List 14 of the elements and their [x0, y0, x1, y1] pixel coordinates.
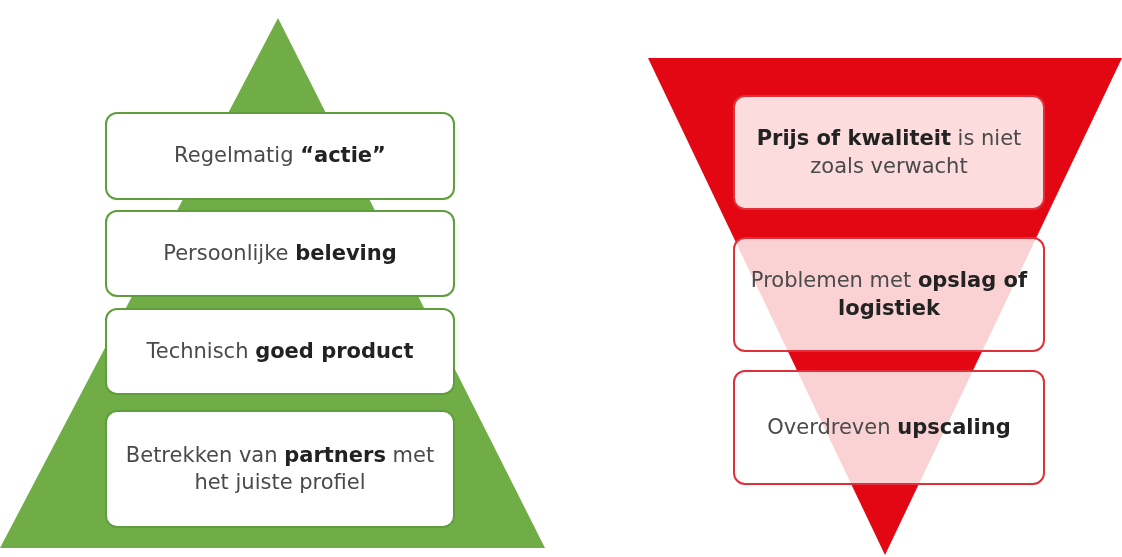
box-text: Problemen met opslag of logistiek	[749, 267, 1029, 322]
box-text: Technisch goed product	[146, 337, 414, 365]
box-text: Regelmatig “actie”	[174, 142, 386, 170]
box-text: Persoonlijke beleving	[163, 239, 397, 267]
text-box	[733, 370, 1045, 485]
box-text: Betrekken van partners met het juiste profiel	[124, 441, 436, 496]
text-box	[105, 410, 455, 528]
box-text: Overdreven upscaling	[767, 413, 1011, 441]
box-text: Prijs of kwaliteit is niet zoals verwacht	[755, 125, 1023, 180]
text-box	[105, 112, 455, 200]
text-box	[105, 308, 455, 395]
text-box	[105, 210, 455, 297]
text-box	[733, 95, 1045, 210]
text-box	[733, 237, 1045, 352]
